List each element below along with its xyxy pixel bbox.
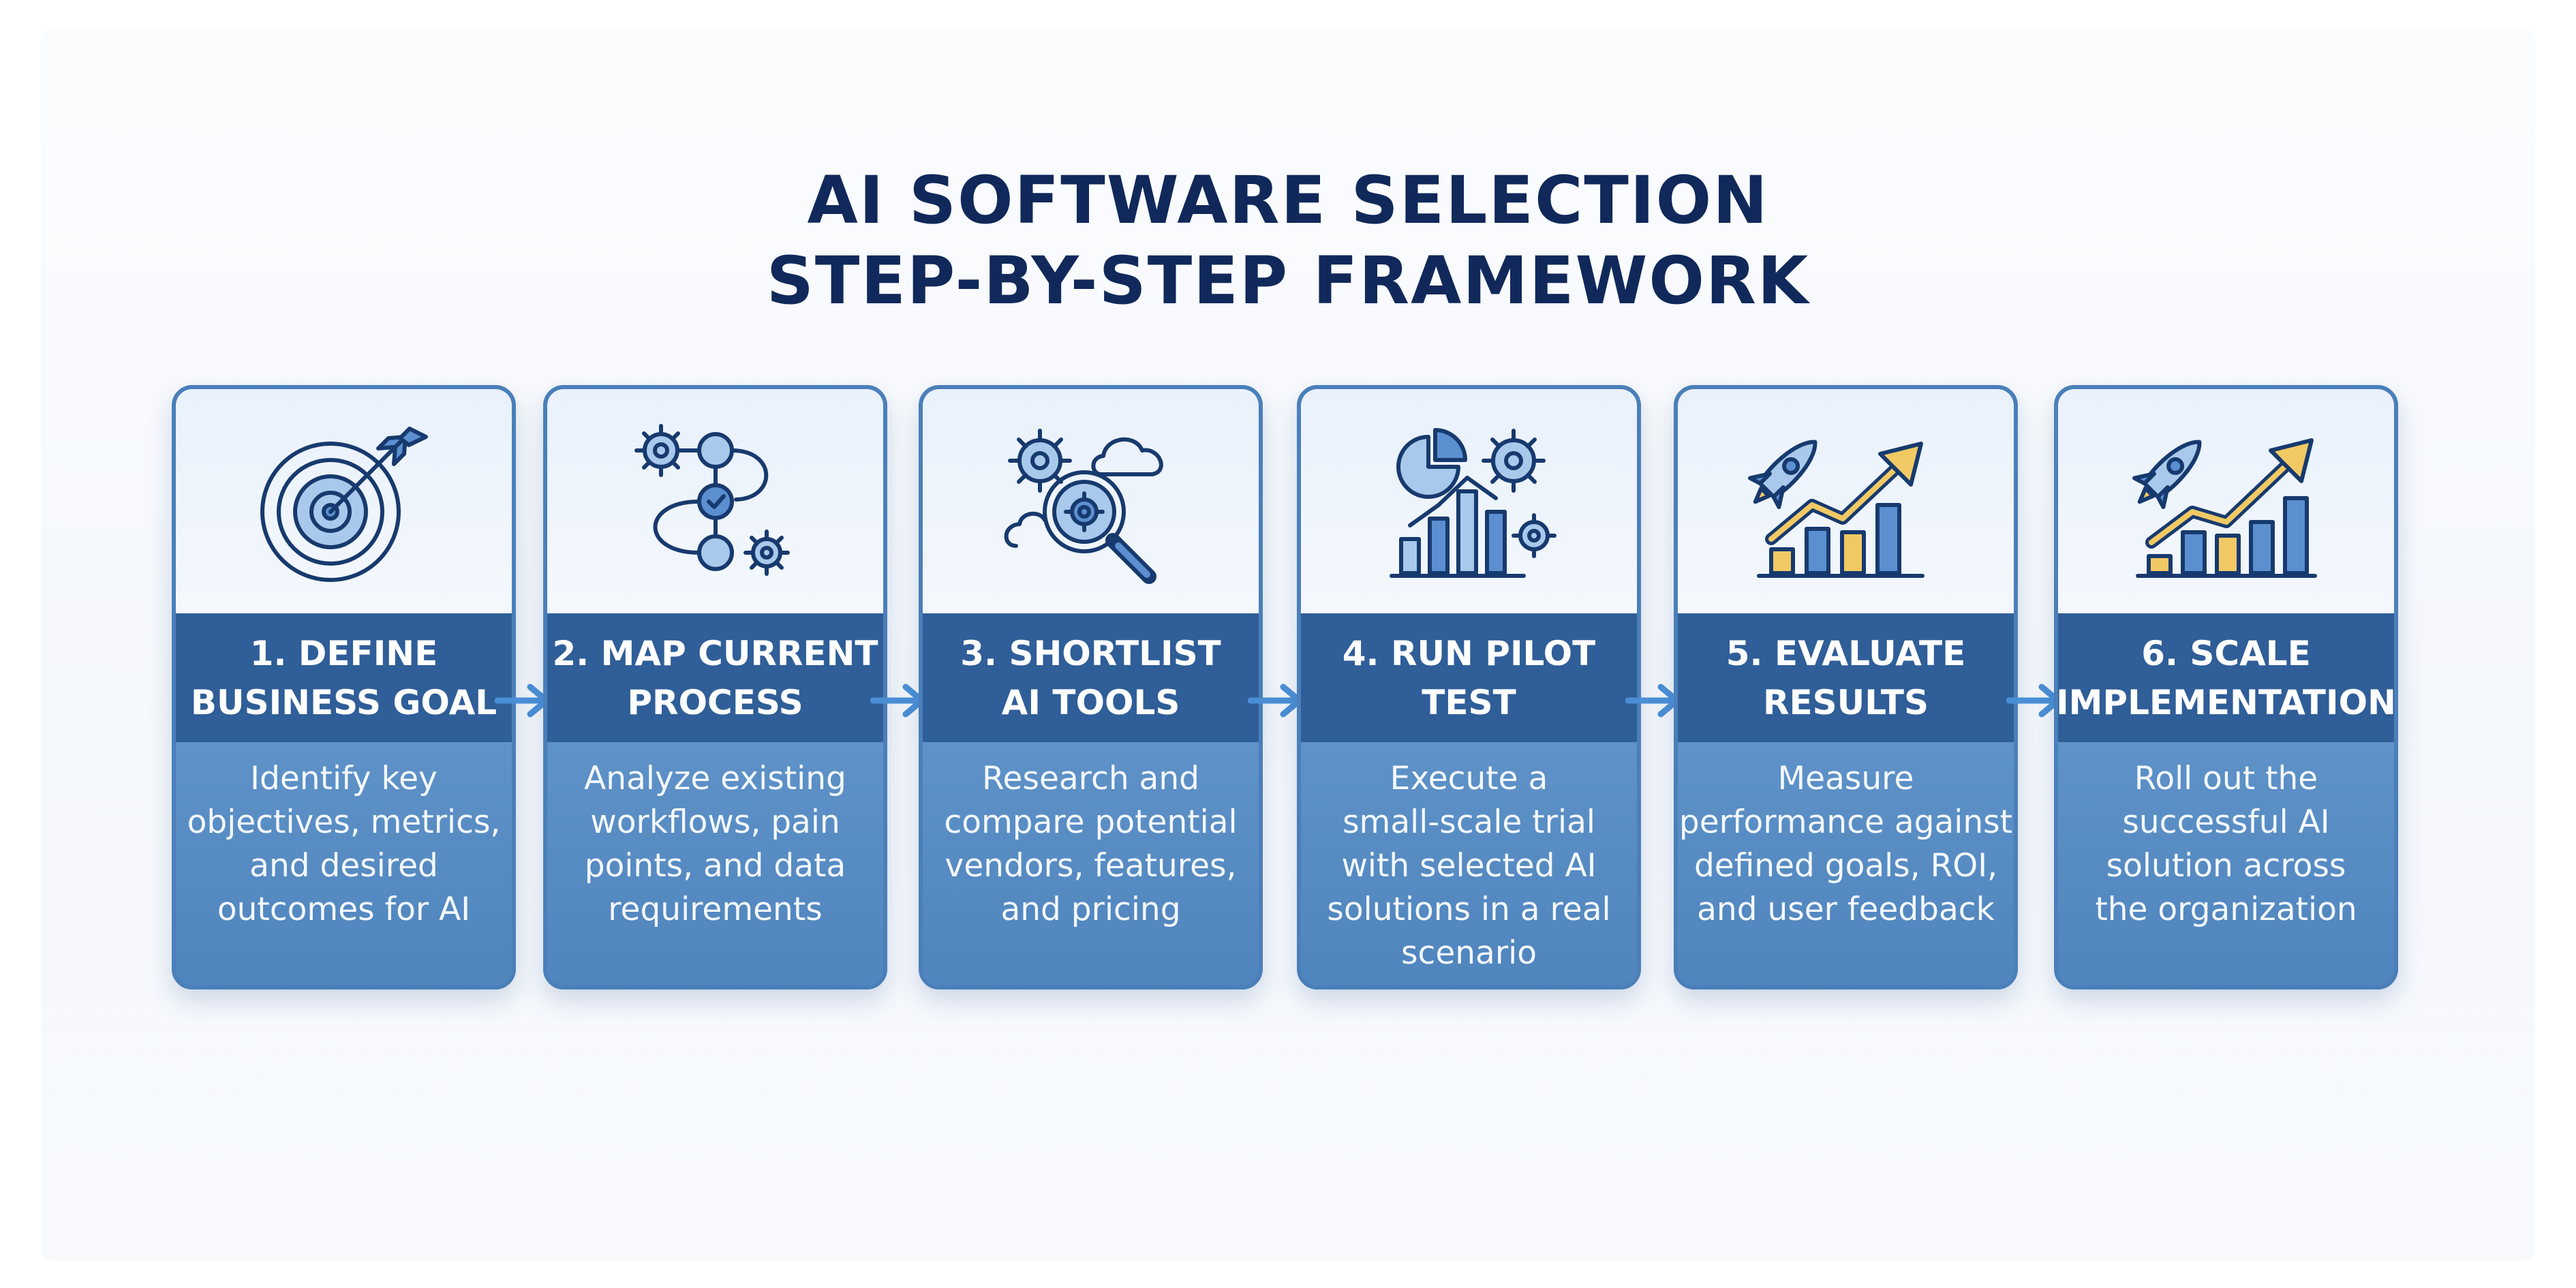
target-arrow-icon <box>260 426 428 582</box>
step-1-description-line: objectives, metrics, <box>187 803 501 841</box>
step-1-heading: 1. DEFINE BUSINESS GOAL <box>176 613 512 742</box>
step-3-heading-line: 3. SHORTLIST <box>960 633 1221 673</box>
step-6-icon-area <box>2058 389 2394 613</box>
step-6-heading-line: 6. SCALE <box>2141 633 2311 673</box>
step-4-description-line: with selected AI <box>1341 847 1597 885</box>
step-card-4: 4. RUN PILOT TEST Execute a small-scale … <box>1297 385 1641 990</box>
step-6-heading: 6. SCALE IMPLEMENTATION <box>2058 613 2394 742</box>
step-1-heading-line: 1. DEFINE <box>249 633 438 673</box>
step-4-description: Execute a small-scale trial with selecte… <box>1301 742 1637 985</box>
step-card-5: 5. EVALUATE RESULTS Measure performance … <box>1674 385 2018 990</box>
step-card-1: 1. DEFINE BUSINESS GOAL Identify key obj… <box>172 385 516 990</box>
step-5-description-line: and user feedback <box>1697 891 1995 928</box>
step-5-description-line: performance against <box>1678 803 2013 841</box>
step-3-description: Research and compare potential vendors, … <box>923 742 1259 985</box>
step-1-description: Identify key objectives, metrics, and de… <box>176 742 512 985</box>
step-4-heading-line: 4. RUN PILOT <box>1342 633 1596 673</box>
step-2-heading-line: PROCESS <box>627 682 803 722</box>
step-4-description-line: small-scale trial <box>1343 803 1595 841</box>
step-3-description-line: and pricing <box>1000 891 1181 928</box>
step-5-heading: 5. EVALUATE RESULTS <box>1678 613 2014 742</box>
step-5-description: Measure performance against defined goal… <box>1678 742 2014 985</box>
step-3-icon-area <box>923 389 1259 613</box>
step-1-description-line: Identify key <box>250 760 438 797</box>
page-title: AI SOFTWARE SELECTION STEP-BY-STEP FRAME… <box>0 160 2576 321</box>
rocket-scale-icon <box>2132 438 2317 578</box>
step-1-heading-line: BUSINESS GOAL <box>190 682 497 722</box>
step-2-heading-line: 2. MAP CURRENT <box>552 633 878 673</box>
step-5-icon-area <box>1678 389 2014 613</box>
step-6-description-line: successful AI <box>2122 803 2330 841</box>
chart-gears-icon <box>1389 427 1557 578</box>
step-5-heading-line: RESULTS <box>1763 682 1929 722</box>
step-3-description-line: vendors, features, <box>945 847 1237 885</box>
step-6-description-line: solution across <box>2106 847 2346 885</box>
step-4-heading-line: TEST <box>1422 682 1516 722</box>
step-1-description-line: outcomes for AI <box>217 891 471 928</box>
step-6-description-line: Roll out the <box>2134 760 2318 797</box>
step-3-heading: 3. SHORTLIST AI TOOLS <box>923 613 1259 742</box>
step-4-description-line: scenario <box>1401 934 1537 972</box>
step-6-heading-line: IMPLEMENTATION <box>2056 682 2396 722</box>
step-4-heading: 4. RUN PILOT TEST <box>1301 613 1637 742</box>
step-3-description-line: compare potential <box>944 803 1238 841</box>
step-1-description-line: and desired <box>249 847 438 885</box>
step-5-heading-line: 5. EVALUATE <box>1726 633 1966 673</box>
step-2-description-line: Analyze existing <box>584 760 846 797</box>
step-card-2: 2. MAP CURRENT PROCESS Analyze existing … <box>543 385 887 990</box>
step-2-heading: 2. MAP CURRENT PROCESS <box>547 613 883 742</box>
search-cloud-gear-icon <box>1004 428 1163 584</box>
title-line-2: STEP-BY-STEP FRAMEWORK <box>766 243 1810 319</box>
step-5-description-line: defined goals, ROI, <box>1693 847 1998 885</box>
step-6-description-line: the organization <box>2095 891 2357 928</box>
step-2-description-line: points, and data <box>584 847 846 885</box>
step-4-icon-area <box>1301 389 1637 613</box>
step-1-icon-area <box>176 389 512 613</box>
step-3-description-line: Research and <box>982 760 1199 797</box>
step-6-description: Roll out the successful AI solution acro… <box>2058 742 2394 985</box>
step-2-description-line: requirements <box>608 891 823 928</box>
step-card-3: 3. SHORTLIST AI TOOLS Research and compa… <box>919 385 1263 990</box>
step-card-6: 6. SCALE IMPLEMENTATION Roll out the suc… <box>2054 385 2398 990</box>
step-2-description-line: workflows, pain <box>590 803 840 841</box>
step-2-icon-area <box>547 389 883 613</box>
step-5-description-line: Measure <box>1777 760 1914 797</box>
step-4-description-line: solutions in a real <box>1327 891 1611 928</box>
rocket-growth-icon <box>1747 440 1925 578</box>
step-3-heading-line: AI TOOLS <box>1001 682 1180 722</box>
process-flow-icon <box>634 423 790 576</box>
step-2-description: Analyze existing workflows, pain points,… <box>547 742 883 985</box>
title-line-1: AI SOFTWARE SELECTION <box>807 162 1769 239</box>
step-4-description-line: Execute a <box>1390 760 1548 797</box>
